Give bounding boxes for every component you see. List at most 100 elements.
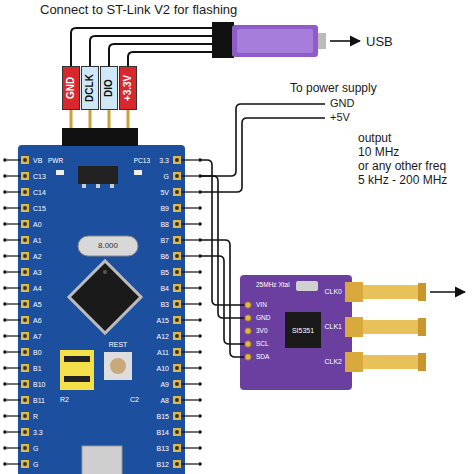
- pin-pad: [21, 300, 29, 308]
- boot-jumpers: [64, 356, 90, 362]
- pin-dot: [3, 382, 7, 386]
- pin-pad: [173, 412, 181, 420]
- pin-name: A1: [33, 237, 42, 244]
- st-link-dongle: [237, 29, 313, 53]
- st-link-dongle: [318, 33, 326, 49]
- pin-leader: [181, 223, 198, 224]
- pin-name: SDA: [256, 354, 269, 361]
- pin-pad: [21, 380, 29, 388]
- pin-leader: [181, 383, 198, 384]
- pin-hole: [175, 318, 179, 322]
- pin-name: B8: [160, 221, 169, 228]
- mcu-chip: [67, 259, 143, 335]
- output-arrow: [430, 292, 465, 293]
- pin-pad: [173, 284, 181, 292]
- reset-button: [110, 358, 126, 374]
- pin-pad: [173, 268, 181, 276]
- pin-name: B4: [160, 285, 169, 292]
- si5351-module: [296, 281, 318, 291]
- pin-pad: [173, 156, 181, 164]
- pin-leader: [7, 367, 22, 368]
- pin-hole: [175, 222, 179, 226]
- pin-leader: [7, 255, 22, 256]
- pin-leader: [7, 463, 22, 464]
- pin-dot: [198, 174, 202, 178]
- pin-name: B3: [160, 301, 169, 308]
- pin-dot: [198, 222, 202, 226]
- pin-hole: [23, 270, 27, 274]
- pin-name: GND: [66, 77, 76, 99]
- pin-leader: [7, 399, 22, 400]
- boot-jumpers: [60, 350, 94, 390]
- pin-name: A0: [33, 221, 42, 228]
- pin-pad: [21, 316, 29, 324]
- led: [56, 170, 142, 175]
- pin-pad: [173, 172, 181, 180]
- pin-leader: [7, 207, 22, 208]
- pin-name: A9: [160, 381, 169, 388]
- pin-leader: [7, 271, 22, 272]
- pin-hole: [175, 414, 179, 418]
- pin-leader: [181, 399, 198, 400]
- pin-leader: [181, 255, 198, 256]
- pin-name: B14: [157, 429, 169, 436]
- pin-name: 3.3: [33, 429, 43, 436]
- pin-dot: [198, 270, 202, 274]
- pin-hole: [175, 350, 179, 354]
- module-wire: [200, 240, 248, 357]
- pin-dot: [198, 158, 202, 162]
- pin-pad: [173, 188, 181, 196]
- pin-hole: [175, 302, 179, 306]
- pin-hole: [23, 366, 27, 370]
- pin-hole: [175, 382, 179, 386]
- pin-leader: [181, 335, 198, 336]
- pin-name: 3V0: [256, 328, 268, 335]
- led: [56, 170, 64, 175]
- pin-hole: [175, 334, 179, 338]
- pin-dot: [198, 366, 202, 370]
- pin-leader: [181, 415, 198, 416]
- pin-name: A7: [33, 333, 42, 340]
- pin-name: VB: [33, 157, 42, 164]
- pin-dot: [3, 446, 7, 450]
- sma-connector: [345, 352, 363, 372]
- pin-name: A4: [33, 285, 42, 292]
- pin-name: A3: [33, 269, 42, 276]
- pin-pad: [173, 364, 181, 372]
- pin-hole: [23, 158, 27, 162]
- pin-hole: [175, 190, 179, 194]
- pin-dot: [3, 334, 7, 338]
- pin-name: A11: [157, 349, 169, 356]
- pin-dot: [198, 446, 202, 450]
- header-pin-label: +3.3V: [119, 66, 137, 110]
- pin-pad: [21, 396, 29, 404]
- pin-name: G: [164, 173, 169, 180]
- pin-name: B7: [160, 237, 169, 244]
- pin-hole: [23, 334, 27, 338]
- pin-leader: [181, 319, 198, 320]
- pin-leader: [181, 287, 198, 288]
- pin-name: B1: [33, 365, 42, 372]
- pin-name: A2: [33, 253, 42, 260]
- module-pin: [245, 354, 251, 360]
- pin-pad: [21, 332, 29, 340]
- pin-name: GND: [256, 315, 270, 322]
- output-name: CLK0: [324, 288, 342, 295]
- port-label: USB: [366, 35, 393, 48]
- pin-leader: [7, 239, 22, 240]
- power-wire: [200, 104, 325, 192]
- sma-connector: [418, 353, 426, 371]
- pin-pad: [173, 300, 181, 308]
- module-pin: [245, 341, 251, 347]
- pin-pad: [173, 444, 181, 452]
- pin-hole: [23, 190, 27, 194]
- pin-dot: [3, 190, 7, 194]
- mcu-chip: [71, 263, 139, 331]
- micro-usb: [82, 446, 122, 474]
- power-wire: [200, 104, 325, 176]
- pin-pad: [173, 332, 181, 340]
- silkscreen: R2: [60, 396, 69, 403]
- pin-hole: [175, 286, 179, 290]
- pin-hole: [23, 414, 27, 418]
- silkscreen: PWR: [48, 158, 63, 165]
